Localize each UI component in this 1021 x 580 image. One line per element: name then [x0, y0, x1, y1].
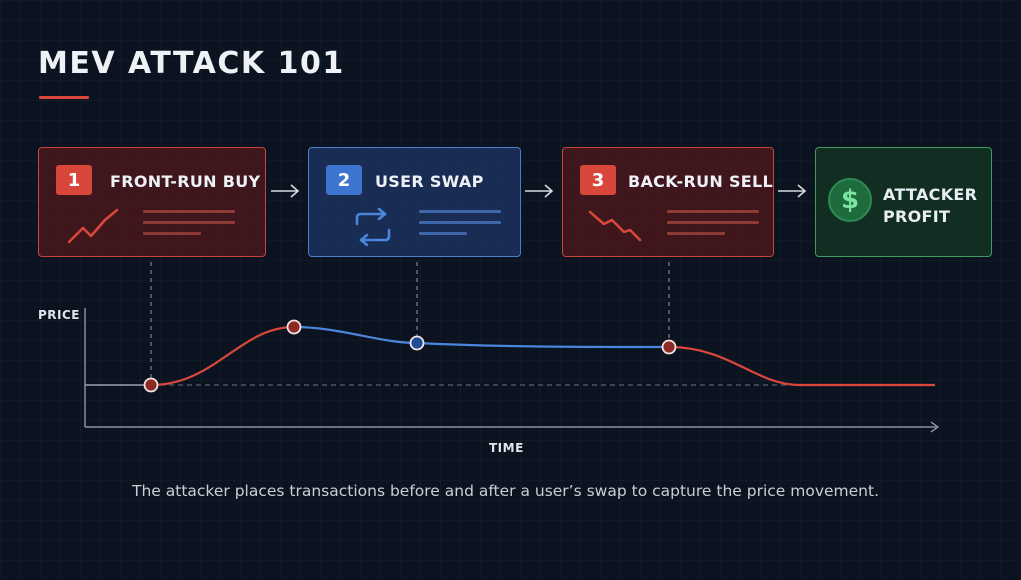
step-label: FRONT-RUN BUY — [110, 172, 261, 191]
price-line-user-swap — [293, 325, 670, 349]
arrow-right-icon — [778, 184, 807, 198]
step-number-badge: 2 — [326, 165, 362, 195]
dollar-icon: $ — [828, 178, 872, 222]
step-number-badge: 3 — [580, 165, 616, 195]
price-line-front-run — [150, 325, 295, 387]
swap-arrows-icon — [355, 208, 391, 246]
profit-label: ATTACKER PROFIT — [883, 184, 977, 228]
step-label: USER SWAP — [375, 172, 484, 191]
title-underline — [39, 96, 89, 99]
point-front-run-peak — [286, 319, 302, 335]
detail-lines — [143, 210, 235, 243]
trend-up-icon — [67, 208, 119, 244]
detail-lines — [419, 210, 501, 243]
detail-lines — [667, 210, 759, 243]
point-front-run-start — [143, 377, 159, 393]
step-back-run-sell: 3 BACK-RUN SELL — [562, 147, 774, 257]
trend-down-icon — [588, 210, 642, 242]
page-title: MEV ATTACK 101 — [38, 46, 345, 81]
x-axis-arrow — [930, 421, 940, 433]
point-user-swap — [409, 335, 425, 351]
y-axis-label: PRICE — [38, 308, 81, 322]
profit-label-line: ATTACKER — [883, 185, 978, 204]
x-axis-label: TIME — [489, 441, 524, 455]
attacker-profit-box: $ ATTACKER PROFIT — [815, 147, 992, 257]
point-back-run — [661, 339, 677, 355]
profit-label-line: PROFIT — [883, 207, 951, 226]
step-number-badge: 1 — [56, 165, 92, 195]
caption: The attacker places transactions before … — [132, 482, 879, 500]
step-front-run-buy: 1 FRONT-RUN BUY — [38, 147, 266, 257]
price-line-back-run — [668, 345, 935, 387]
arrow-right-icon — [525, 184, 554, 198]
arrow-right-icon — [271, 184, 300, 198]
step-user-swap: 2 USER SWAP — [308, 147, 521, 257]
step-label: BACK-RUN SELL — [628, 172, 773, 191]
